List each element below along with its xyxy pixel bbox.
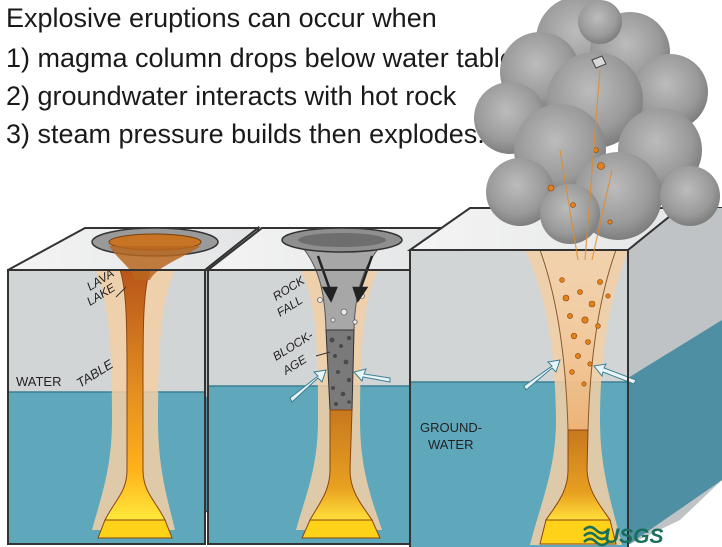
step-1-text: 1) magma column drops below water table xyxy=(6,43,515,73)
label-groundwater-line2: WATER xyxy=(428,437,474,452)
ejected-fragments xyxy=(547,147,613,225)
blockage-rubble xyxy=(325,329,355,411)
lava-lake-leader xyxy=(115,286,127,298)
block2-crater-inner xyxy=(298,233,386,247)
rock-fall-arrows xyxy=(316,255,374,303)
vent-fragments xyxy=(559,277,611,387)
usgs-logo: USGS xyxy=(583,525,664,547)
step-2-text: 2) groundwater interacts with hot rock xyxy=(6,81,457,111)
ash-plume xyxy=(474,0,720,244)
block2-bulb-base xyxy=(301,519,381,539)
block2-inflow-arrows xyxy=(289,368,391,403)
label-water: WATER xyxy=(16,374,62,389)
rubble-dots xyxy=(329,335,352,406)
block3-side-water xyxy=(628,320,722,545)
block-explosion: GROUND- WATER xyxy=(406,207,722,547)
block1-funnel xyxy=(109,246,201,280)
ejected-block xyxy=(591,55,607,69)
block1-front-outline xyxy=(7,269,206,545)
usgs-logo-waves xyxy=(583,525,609,547)
diagram-heading: Explosive eruptions can occur when xyxy=(6,3,437,33)
label-ground: GROUND- xyxy=(420,420,482,435)
blockage-leader xyxy=(315,351,331,357)
step-3-text: 3) steam pressure builds then explodes. xyxy=(6,119,485,149)
ejecta-streaks xyxy=(559,69,613,261)
usgs-logo-text: USGS xyxy=(604,525,664,547)
block1-bulb-base xyxy=(97,519,173,539)
